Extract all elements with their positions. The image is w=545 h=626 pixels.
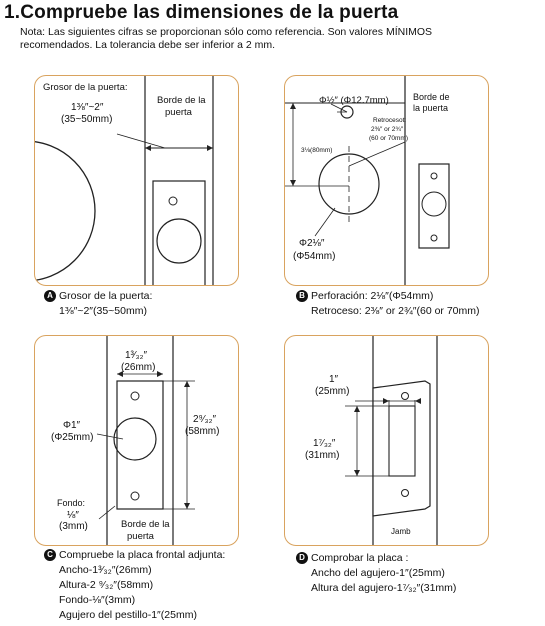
plate-hole <box>421 191 447 217</box>
strike-diagram: 1″ (25mm) 1⁷⁄₃₂″ (31mm) Jamb <box>305 336 438 545</box>
hole-inch: Φ1″ <box>63 420 81 431</box>
height-arrow-top <box>354 406 360 412</box>
note-line-1: Nota: Las siguientes cifras se proporcio… <box>20 26 433 38</box>
faceplate-diagram: 1³⁄₃₂″ (26mm) 2⁹⁄₃₂″ (58mm) Φ1″ (Φ25mm) … <box>51 336 219 545</box>
width-arrow-left <box>117 371 123 377</box>
edge-label-1: Borde de la <box>157 95 206 106</box>
bore-mm: (Φ54mm) <box>293 251 335 262</box>
hole-leader <box>96 433 124 440</box>
depth-leader <box>98 505 116 520</box>
edge-label-2: puerta <box>165 107 193 118</box>
screw-hole-top <box>401 392 409 400</box>
bore-leader <box>314 207 336 237</box>
panel-a-door-thickness: Grosor de la puerta: 1⅜″~2″ (35~50mm) Bo… <box>34 75 239 286</box>
panel-b-bore: Φ½″ (Φ12.7mm) Borde de la puerta Retroce… <box>284 75 489 286</box>
width-arrow-right <box>157 371 163 377</box>
height-inch: 2⁹⁄₃₂″ <box>193 414 216 425</box>
height-arrow-bottom <box>184 503 190 509</box>
thickness-mm: (35~50mm) <box>61 114 112 125</box>
depth-mm: (3mm) <box>59 521 88 532</box>
badge-c: C <box>44 549 56 562</box>
height-arrow-bottom <box>354 470 360 476</box>
badge-d: D <box>296 552 308 565</box>
height-mm: (58mm) <box>185 426 219 437</box>
height-inch: 1⁷⁄₃₂″ <box>313 438 336 449</box>
width-inch: 1″ <box>329 374 339 385</box>
width-inch: 1³⁄₃₂″ <box>125 350 148 361</box>
panel-c-faceplate: 1³⁄₃₂″ (26mm) 2⁹⁄₃₂″ (58mm) Φ1″ (Φ25mm) … <box>34 335 239 546</box>
edge-label-1: Borde de la <box>121 519 170 530</box>
badge-b: B <box>296 290 308 303</box>
door-thickness-diagram: Grosor de la puerta: 1⅜″~2″ (35~50mm) Bo… <box>35 76 214 285</box>
caption-d-line-1: Comprobar la placa : <box>311 552 409 564</box>
caption-c-line-3: Altura-2 ⁹⁄₃₂″(58mm) <box>59 579 154 591</box>
backset-leader <box>348 141 406 167</box>
height-arrow-top <box>184 381 190 387</box>
page-title: 1.Compruebe las dimensiones de la puerta <box>4 2 399 23</box>
strike-opening <box>388 405 416 477</box>
thickness-inch: 1⅜″~2″ <box>71 102 104 113</box>
small-hole-leader-2 <box>330 103 348 113</box>
caption-c-line-5: Agujero del pestillo-1″(25mm) <box>59 609 197 621</box>
knob-circle <box>35 141 96 281</box>
screw-hole-bottom <box>130 491 140 501</box>
width-mm: (26mm) <box>121 362 155 373</box>
arrow-bottom <box>290 180 296 186</box>
caption-c-line-2: Ancho-1³⁄₃₂″(26mm) <box>59 564 152 576</box>
latch-hole <box>156 218 202 264</box>
caption-a-line-2: 1⅜″~2″(35~50mm) <box>59 305 147 317</box>
label-thickness: Grosor de la puerta: <box>43 82 128 93</box>
caption-c-line-1: Compruebe la placa frontal adjunta: <box>59 549 226 561</box>
note-text: Nota: Las siguientes cifras se proporcio… <box>20 26 490 52</box>
leader-line <box>116 133 166 149</box>
arrow-right <box>207 145 213 151</box>
width-arrow-left <box>383 398 389 404</box>
small-hole-label: Φ½″ (Φ12.7mm) <box>319 95 389 106</box>
backset-label-2: 2⅜″ or 2¾″ <box>371 126 404 133</box>
arrow-left <box>145 145 151 151</box>
edge-plate <box>152 180 206 285</box>
strike-plate <box>418 163 450 249</box>
caption-a-line-1: Grosor de la puerta: <box>59 290 153 302</box>
edge-label-2: puerta <box>127 531 155 542</box>
width-arrow-right <box>415 398 421 404</box>
width-mm: (25mm) <box>315 386 349 397</box>
depth-inch: ⅛″ <box>67 510 79 521</box>
caption-d-line-3: Altura del agujero-1⁷⁄₃₂″(31mm) <box>311 582 457 594</box>
edge-label-1: Borde de <box>413 92 450 102</box>
bore-inch: Φ2⅛″ <box>299 238 325 249</box>
panel-d-strike: 1″ (25mm) 1⁷⁄₃₂″ (31mm) Jamb <box>284 335 489 546</box>
arrow-top <box>290 103 296 109</box>
backset-label-1: Retrocesot: <box>373 117 406 124</box>
bore-circle <box>318 153 380 215</box>
caption-d-line-2: Ancho del agujero-1″(25mm) <box>311 567 445 579</box>
height-mm: (31mm) <box>305 450 339 461</box>
plate-screw-top <box>430 172 438 180</box>
edge-label-2: la puerta <box>413 103 448 113</box>
caption-c-line-4: Fondo-⅛″(3mm) <box>59 594 136 606</box>
screw-hole-top <box>130 391 140 401</box>
screw-hole-bottom <box>401 489 409 497</box>
screw-hole-top <box>168 196 178 206</box>
jamb-label: Jamb <box>391 527 411 536</box>
plate-screw-bottom <box>430 234 438 242</box>
depth-label: Fondo: <box>57 498 85 508</box>
caption-b-line-1: Perforación: 2⅛″(Φ54mm) <box>311 290 434 302</box>
caption-b-line-2: Retroceso: 2⅜″ or 2¾″(60 or 70mm) <box>311 305 480 317</box>
badge-a: A <box>44 290 56 303</box>
hole-mm: (Φ25mm) <box>51 432 93 443</box>
bore-diagram: Φ½″ (Φ12.7mm) Borde de la puerta Retroce… <box>285 76 450 285</box>
backset-label-3: (60 or 70mm) <box>369 135 408 142</box>
height-label: 3⅛(80mm) <box>301 147 332 154</box>
note-line-2: recomendados. La tolerancia debe ser inf… <box>20 39 276 51</box>
latch-hole <box>113 417 157 461</box>
face-plate <box>116 380 164 510</box>
